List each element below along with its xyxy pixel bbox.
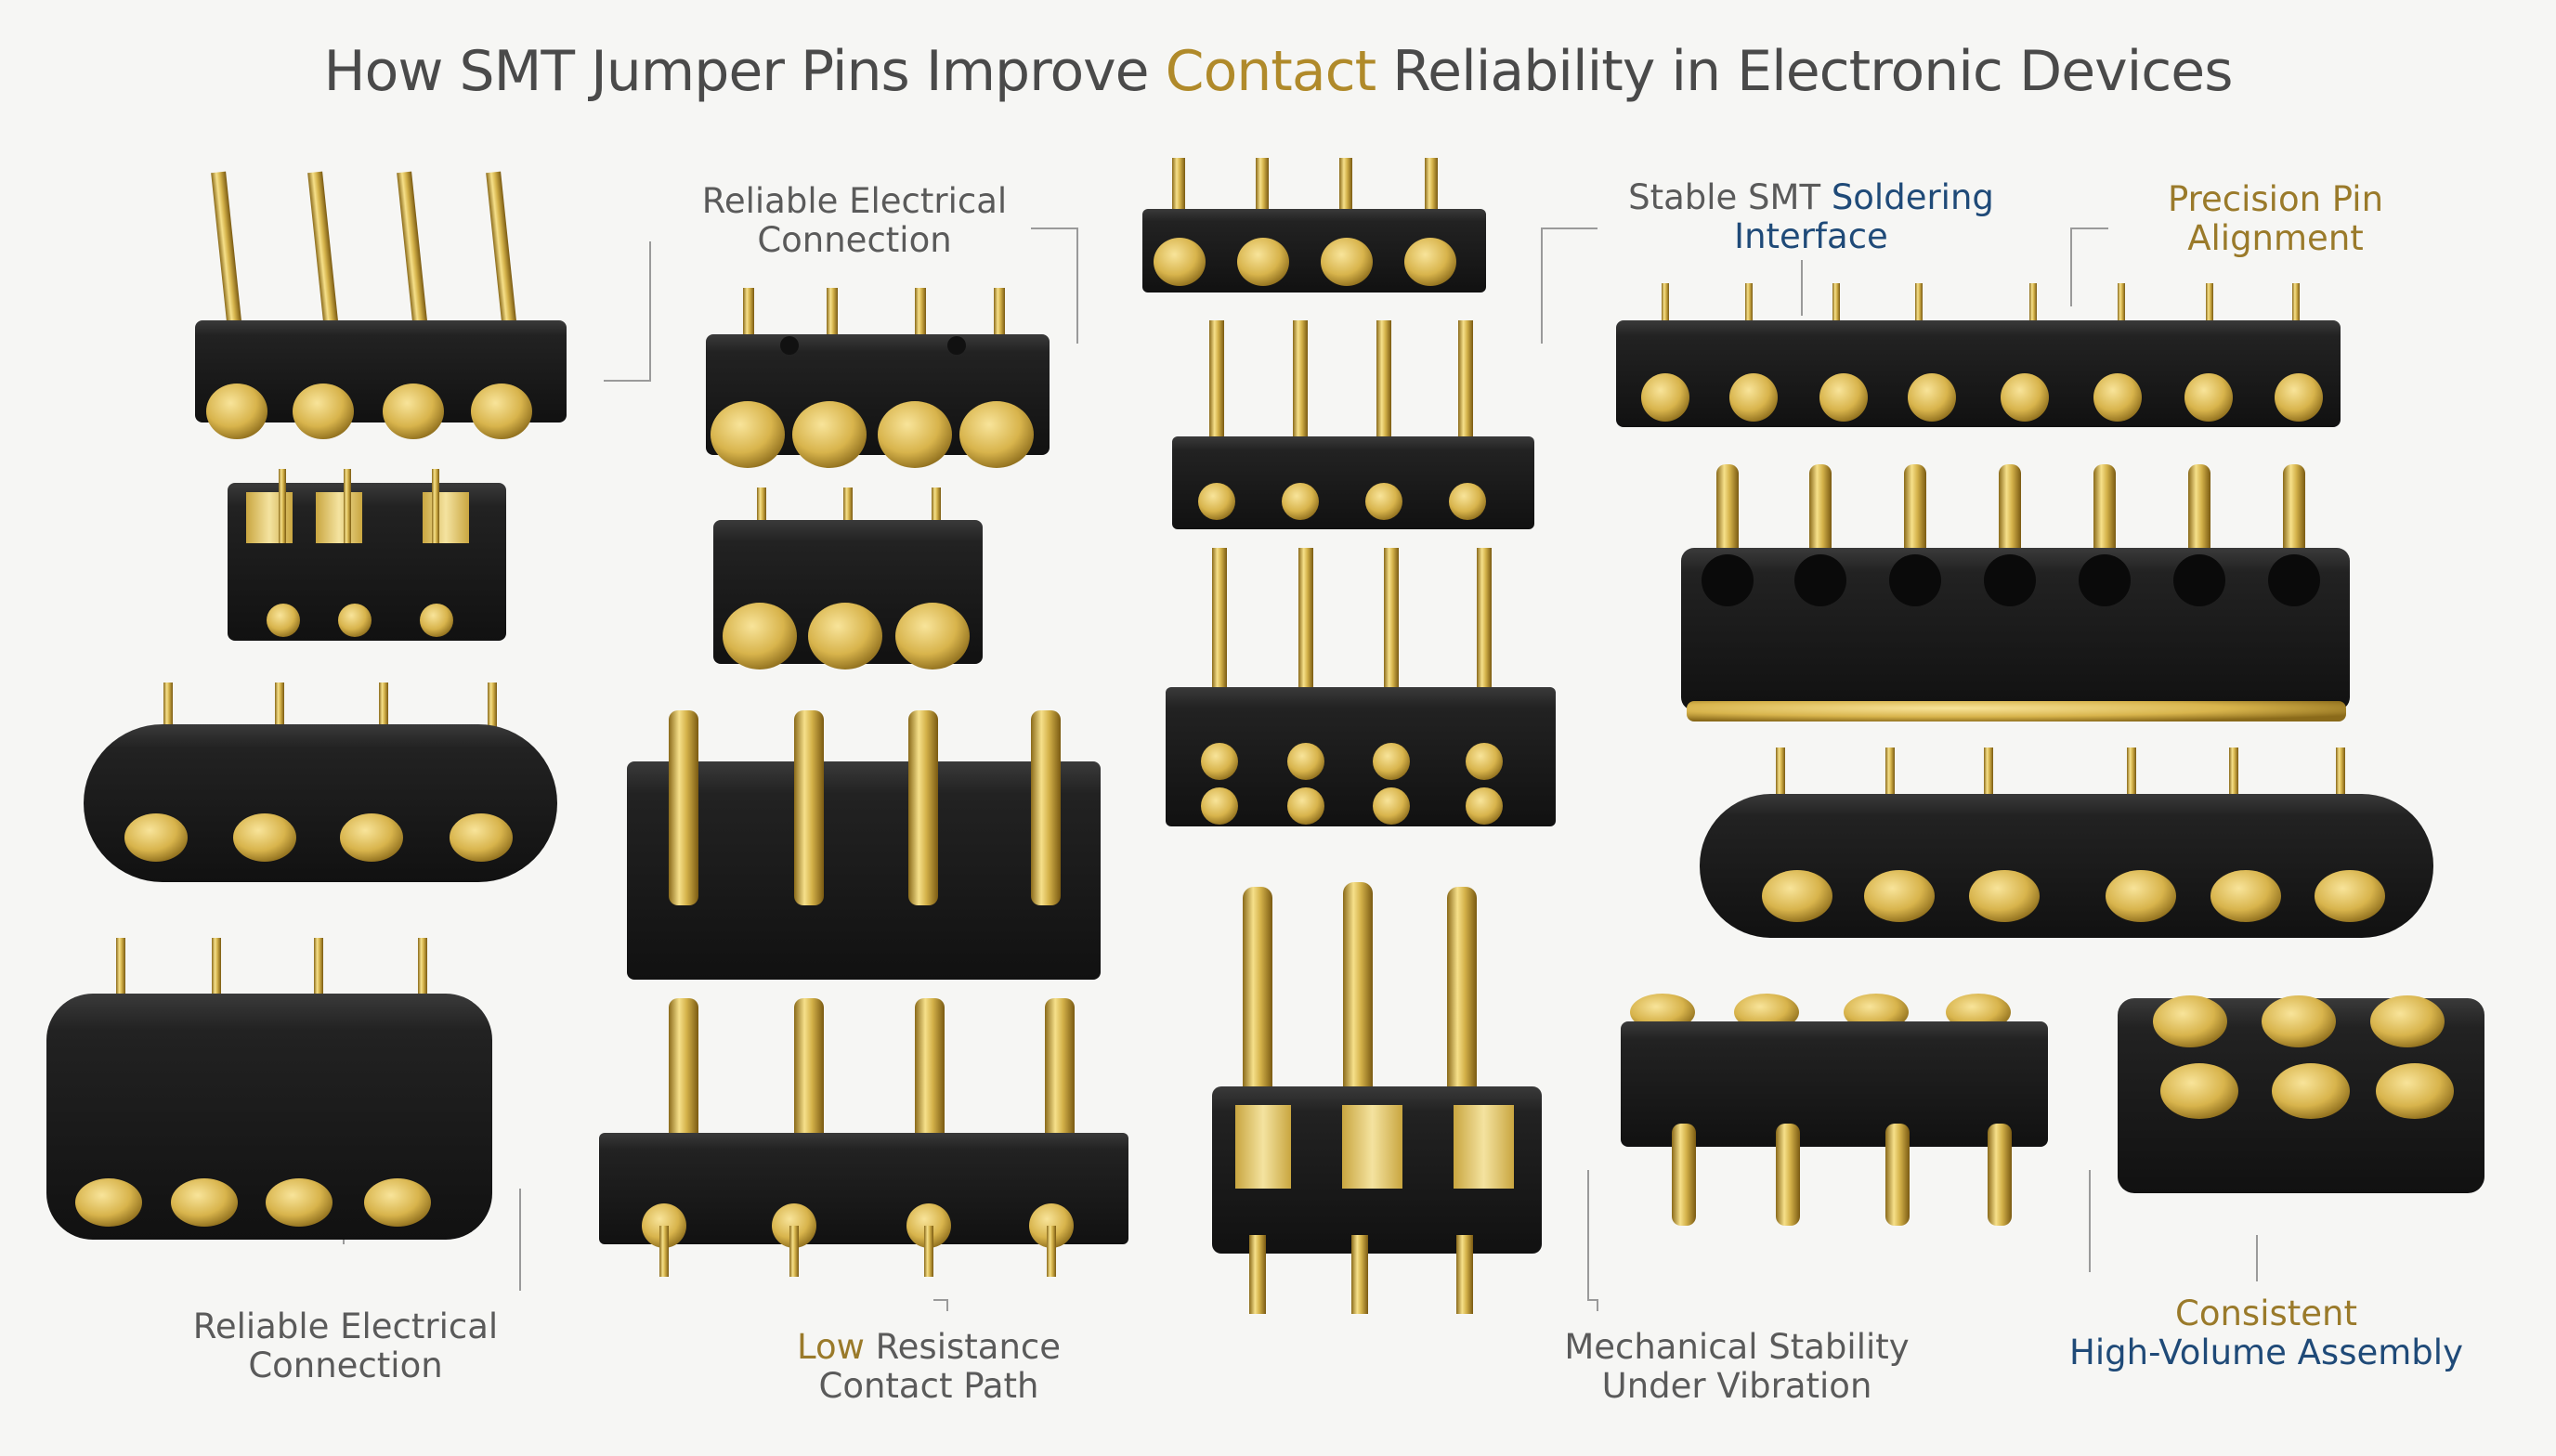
connector-4pin-center xyxy=(1172,320,1534,529)
connector-2x3-pads xyxy=(2118,995,2484,1193)
connector-7pin-right-angle xyxy=(1681,464,2350,722)
connector-4pin-tall xyxy=(627,710,1101,980)
label-stable-smt-soldering: Stable SMT Soldering Interface xyxy=(1628,177,1994,256)
connector-8pin-smt xyxy=(1616,283,2341,427)
label-low-resistance: Low Resistance Contact Path xyxy=(796,1327,1062,1406)
connector-4pad-rounded xyxy=(84,682,557,882)
connector-4pin-pads xyxy=(706,288,1050,468)
connector-3pin-center-bottom xyxy=(1212,882,1542,1314)
connector-4pin-top-center xyxy=(1142,158,1486,292)
connector-4pin-top-left xyxy=(195,171,567,439)
connector-4pad-bottom-left xyxy=(46,938,492,1240)
connector-4pin-bottom xyxy=(599,998,1128,1277)
title-highlight: Contact xyxy=(1165,39,1376,104)
page-title: How SMT Jumper Pins Improve Contact Reli… xyxy=(323,39,2234,104)
connector-4pin-bottom-right xyxy=(1621,994,2048,1226)
connector-4pin-double-pad xyxy=(1166,548,1556,826)
leader-lines xyxy=(343,228,2258,1311)
connector-3pin-pads xyxy=(713,488,983,670)
connector-3pin-gold-blocks xyxy=(228,469,506,641)
connector-6pad-rounded xyxy=(1700,748,2433,938)
